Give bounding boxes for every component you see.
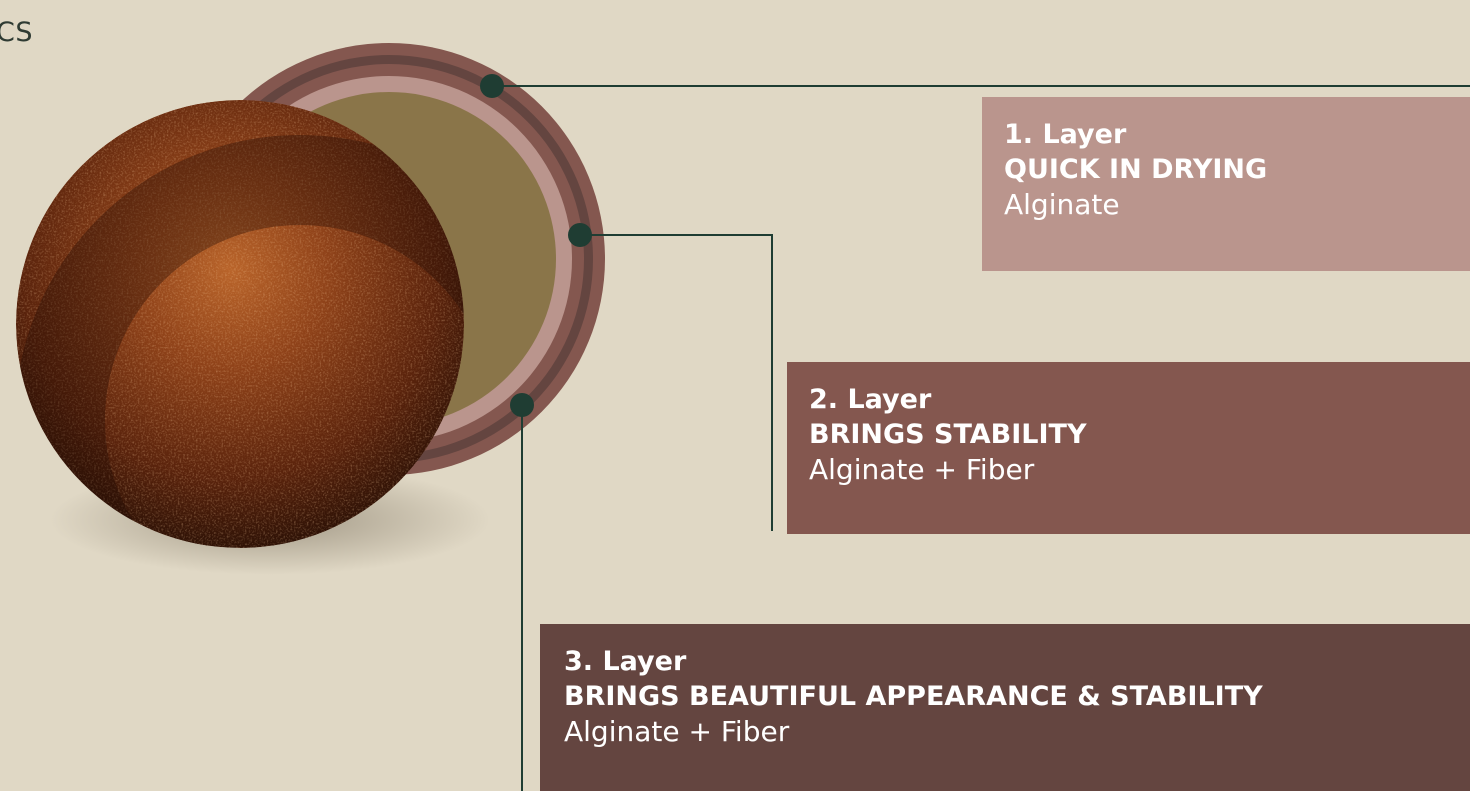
layer-3-number: 3. Layer: [564, 644, 1470, 679]
layer-3-material: Alginate + Fiber: [564, 714, 1470, 750]
layer-1-title: QUICK IN DRYING: [1004, 152, 1470, 187]
dot-layer-2: [568, 223, 592, 247]
layer-1-number: 1. Layer: [1004, 117, 1470, 152]
layer-2-material: Alginate + Fiber: [809, 452, 1470, 488]
layer-3-box: 3. Layer BRINGS BEAUTIFUL APPEARANCE & S…: [540, 624, 1470, 791]
layer-2-box: 2. Layer BRINGS STABILITY Alginate + Fib…: [787, 362, 1470, 534]
dot-layer-3: [510, 393, 534, 417]
layer-2-number: 2. Layer: [809, 382, 1470, 417]
dot-layer-1: [480, 74, 504, 98]
layer-3-title: BRINGS BEAUTIFUL APPEARANCE & STABILITY: [564, 679, 1470, 714]
layer-1-material: Alginate: [1004, 187, 1470, 223]
connector-layer-2: [580, 235, 772, 531]
layer-2-title: BRINGS STABILITY: [809, 417, 1470, 452]
layer-1-box: 1. Layer QUICK IN DRYING Alginate: [982, 97, 1470, 271]
